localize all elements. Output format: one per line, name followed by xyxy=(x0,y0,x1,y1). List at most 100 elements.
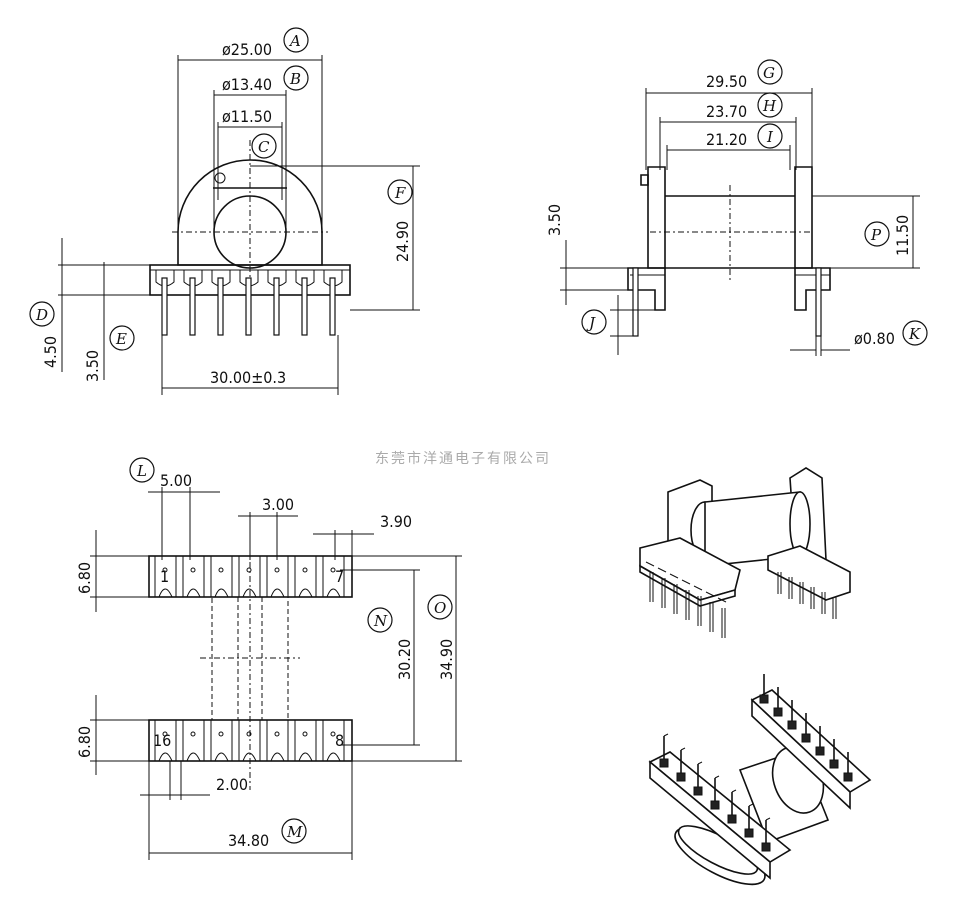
iso-slot xyxy=(657,567,667,573)
iso-slot xyxy=(773,707,783,717)
label-l-circle xyxy=(129,457,155,483)
iso-slot xyxy=(710,800,720,810)
iso-pin-tip xyxy=(714,775,720,779)
iso-slot xyxy=(787,720,797,730)
label-m: M xyxy=(286,823,303,841)
iso-slot xyxy=(669,573,679,579)
dim-e: 3.50 xyxy=(83,350,102,382)
iso-pin-tip xyxy=(731,789,737,793)
iso-pin-tip xyxy=(680,747,686,751)
company-name: 东莞市洋通电子有限公司 xyxy=(375,450,551,467)
label-d: D xyxy=(35,306,48,324)
front-view: ø25.00 A ø13.40 B ø11.50 C 24.90 F 4.50 … xyxy=(29,27,420,395)
pin-hole xyxy=(190,567,196,573)
label-i: I xyxy=(766,128,774,146)
dim-n: 30.20 xyxy=(395,639,414,680)
pin-hole xyxy=(274,731,280,737)
iso-slot xyxy=(645,561,655,567)
iso-slot xyxy=(705,591,715,597)
dim-c: ø11.50 xyxy=(222,107,272,126)
front-pin xyxy=(273,277,280,336)
pin-hole xyxy=(162,731,168,737)
label-g-circle xyxy=(757,59,783,85)
label-p: P xyxy=(870,226,882,244)
iso-pin-tip xyxy=(697,761,703,765)
dim-k: ø0.80 xyxy=(854,329,895,348)
label-f-circle xyxy=(387,179,413,205)
dim-side-350: 3.50 xyxy=(545,204,564,236)
label-a: A xyxy=(288,32,301,50)
iso-slot xyxy=(843,772,853,782)
iso-slot xyxy=(717,597,727,603)
label-o-circle xyxy=(427,594,453,620)
front-pin xyxy=(245,277,252,336)
iso-slot xyxy=(815,746,825,756)
dim-l: 5.00 xyxy=(160,471,192,490)
top-view: 1 7 16 8 5.00 L 3.00 3.90 6.80 6.80 xyxy=(75,457,462,860)
label-h: H xyxy=(762,97,777,115)
front-pin xyxy=(161,277,168,336)
label-j: J xyxy=(586,314,596,332)
tooth-arch xyxy=(158,752,173,762)
dim-p: 11.50 xyxy=(893,215,912,256)
tooth-arch xyxy=(242,588,257,598)
side-view: 29.50 G 23.70 H 21.20 I 11.50 P 3.50 J ø… xyxy=(545,59,928,356)
pin-7-label: 7 xyxy=(335,567,344,586)
pin-8-label: 8 xyxy=(335,731,344,750)
label-f: F xyxy=(394,184,406,202)
tooth-arch xyxy=(298,588,313,598)
pin-hole xyxy=(246,567,252,573)
iso-slot xyxy=(727,814,737,824)
pin-1-label: 1 xyxy=(160,567,169,586)
front-pin xyxy=(217,277,224,336)
dim-row-bot: 6.80 xyxy=(75,726,94,758)
iso-slot xyxy=(681,579,691,585)
pin-hole xyxy=(302,567,308,573)
tooth-arch xyxy=(214,588,229,598)
dim-b: ø13.40 xyxy=(222,75,272,94)
front-pin xyxy=(189,277,196,336)
dim-f: 24.90 xyxy=(393,221,412,262)
iso-slot xyxy=(744,828,754,838)
iso-slot xyxy=(829,759,839,769)
label-i-circle xyxy=(757,123,783,149)
dim-i: 21.20 xyxy=(706,130,747,149)
label-p-circle xyxy=(864,221,890,247)
iso-pin-tip xyxy=(765,817,771,821)
front-pin xyxy=(329,277,336,336)
front-pin xyxy=(301,277,308,336)
label-n-circle xyxy=(367,607,393,633)
label-k: K xyxy=(908,325,921,343)
label-g: G xyxy=(763,64,775,82)
dim-pitch: 3.00 xyxy=(262,495,294,514)
tooth-arch xyxy=(270,752,285,762)
label-l: L xyxy=(136,462,147,480)
pin-16-label: 16 xyxy=(153,731,171,750)
dim-two: 2.00 xyxy=(216,775,248,794)
pin-hole xyxy=(330,567,336,573)
dim-o: 34.90 xyxy=(437,639,456,680)
tooth-arch xyxy=(242,752,257,762)
label-o: O xyxy=(434,599,446,617)
pin-hole xyxy=(330,731,336,737)
pin-hole xyxy=(162,567,168,573)
tooth-arch xyxy=(214,752,229,762)
iso-slot xyxy=(801,733,811,743)
dim-d: 4.50 xyxy=(41,336,60,368)
label-c-circle xyxy=(251,133,277,159)
label-d-circle xyxy=(29,301,55,327)
tooth-arch xyxy=(326,752,341,762)
iso-slot xyxy=(659,758,669,768)
iso-slot xyxy=(693,585,703,591)
dim-g: 29.50 xyxy=(706,72,747,91)
iso-slot xyxy=(676,772,686,782)
label-e-circle xyxy=(109,325,135,351)
dim-m: 34.80 xyxy=(228,831,269,850)
label-b-circle xyxy=(283,65,309,91)
tooth-arch xyxy=(186,588,201,598)
tooth-arch xyxy=(158,588,173,598)
tooth-arch xyxy=(186,752,201,762)
pin-hole xyxy=(246,731,252,737)
